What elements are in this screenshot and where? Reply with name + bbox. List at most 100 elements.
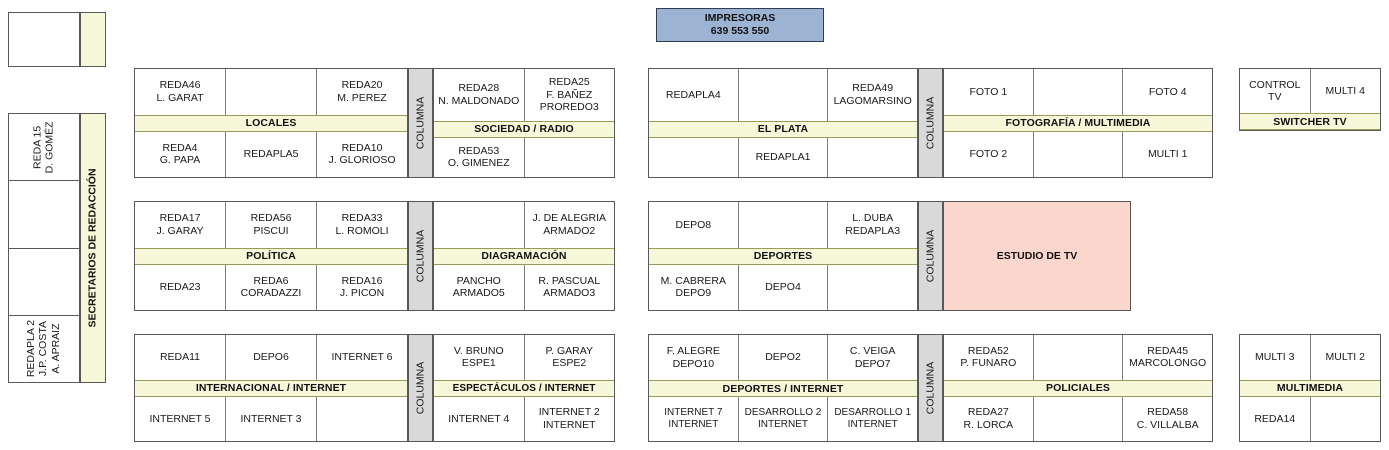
desk-cell[interactable]: INTERNET 5 bbox=[135, 396, 226, 441]
desk-cell[interactable]: DEPO2 bbox=[739, 335, 829, 381]
desk-cell[interactable]: V. BRUNO ESPE1 bbox=[434, 335, 525, 380]
secretarios-de-redaccion-band: SECRETARIOS DE REDACCIÓN bbox=[80, 113, 106, 383]
printers-codes: 639 553 550 bbox=[710, 25, 770, 37]
desk-cell[interactable] bbox=[226, 69, 317, 115]
desk-cell[interactable]: REDA17 J. GARAY bbox=[135, 202, 226, 248]
desk-cell[interactable]: REDA6 CORADAZZI bbox=[226, 264, 317, 310]
desk-cell[interactable]: REDAPLA5 bbox=[226, 131, 317, 177]
section-multimedia-title: MULTIMEDIA bbox=[1240, 379, 1380, 397]
desk-cell[interactable]: REDA10 J. GLORIOSO bbox=[328, 141, 396, 167]
section-espectaculos-internet-bottom-row: INTERNET 4 INTERNET 2 INTERNET bbox=[434, 396, 614, 441]
desk-cell[interactable]: PANCHO ARMADO5 bbox=[434, 264, 525, 310]
desk-cell[interactable]: MULTI 3 bbox=[1240, 335, 1311, 380]
desk-cell[interactable]: CONTROL TV bbox=[1240, 69, 1311, 113]
section-sociedad-radio-title: SOCIEDAD / RADIO bbox=[434, 120, 614, 138]
desk-cell[interactable] bbox=[434, 202, 525, 248]
section-diagramacion-bottom-row: PANCHO ARMADO5 R. PASCUAL ARMADO3 bbox=[434, 264, 614, 310]
section-el-plata-title: EL PLATA bbox=[649, 120, 917, 138]
desk-cell[interactable] bbox=[1034, 335, 1124, 380]
desk-cell[interactable]: MULTI 2 bbox=[1325, 351, 1365, 364]
desk-cell[interactable]: L. DUBA REDAPLA3 bbox=[845, 212, 901, 237]
desk-cell[interactable]: REDA20 M. PEREZ bbox=[337, 79, 387, 104]
desk-cell[interactable]: REDA58 C. VILLALBA bbox=[1136, 406, 1199, 431]
section-espectaculos-internet: V. BRUNO ESPE1 P. GARAY ESPE2 ESPECTÁCUL… bbox=[433, 334, 615, 442]
desk-cell[interactable]: DESARROLLO 2 INTERNET bbox=[739, 397, 829, 441]
desk-cell[interactable]: FOTO 4 bbox=[1148, 85, 1187, 98]
printers-header: IMPRESORAS 639 553 550 bbox=[656, 8, 824, 42]
column-strip: COLUMNA bbox=[408, 68, 433, 178]
desk-cell[interactable] bbox=[1311, 397, 1381, 442]
desk-cell[interactable]: M. CABRERA DEPO9 bbox=[649, 264, 739, 310]
desk-cell[interactable] bbox=[525, 138, 615, 177]
desk-cell[interactable] bbox=[828, 265, 917, 311]
sidebar-desk-label-0: REDA 15 D. GOMÉZ bbox=[31, 121, 56, 174]
desk-cell[interactable]: REDA46 L. GARAT bbox=[135, 69, 226, 115]
section-estudio-de-tv[interactable]: ESTUDIO DE TV bbox=[943, 201, 1131, 311]
desk-cell[interactable] bbox=[828, 138, 917, 177]
desk-cell[interactable]: INTERNET 4 bbox=[434, 396, 525, 441]
section-internacional-internet: REDA11 DEPO6 INTERNET 6 INTERNACIONAL / … bbox=[134, 334, 408, 442]
column-strip: COLUMNA bbox=[918, 334, 943, 442]
section-switcher-tv: CONTROL TV MULTI 4 SWITCHER TV bbox=[1239, 68, 1381, 131]
desk-cell[interactable]: REDA49 LAGOMARSINO bbox=[833, 82, 912, 107]
section-deportes-bottom-row: M. CABRERA DEPO9 DEPO4 bbox=[649, 264, 917, 311]
desk-cell[interactable]: INTERNET 2 INTERNET bbox=[538, 406, 600, 431]
desk-cell[interactable] bbox=[739, 69, 829, 121]
desk-cell[interactable]: REDA14 bbox=[1240, 396, 1311, 441]
section-diagramacion-title: DIAGRAMACIÓN bbox=[434, 247, 614, 265]
desk-cell[interactable] bbox=[649, 137, 739, 177]
section-diagramacion-top-row: J. DE ALEGRIA ARMADO2 bbox=[434, 202, 614, 248]
section-el-plata-top-row: REDAPLA4 REDA49 LAGOMARSINO bbox=[649, 69, 917, 121]
desk-cell[interactable]: DESARROLLO 1 INTERNET bbox=[834, 407, 912, 431]
desk-cell[interactable]: INTERNET 3 bbox=[226, 396, 317, 441]
desk-cell[interactable]: REDA4 G. PAPA bbox=[135, 131, 226, 177]
section-deportes-top-row: DEPO8 L. DUBA REDAPLA3 bbox=[649, 202, 917, 248]
desk-cell[interactable]: DEPO6 bbox=[226, 335, 317, 380]
section-el-plata: REDAPLA4 REDA49 LAGOMARSINO EL PLATA RED… bbox=[648, 68, 918, 178]
desk-cell[interactable]: REDA16 J. PICON bbox=[339, 274, 385, 300]
desk-cell[interactable]: REDA11 bbox=[135, 335, 226, 380]
desk-cell[interactable] bbox=[739, 202, 829, 248]
desk-cell[interactable]: C. VEIGA DEPO7 bbox=[849, 345, 896, 370]
section-locales-bottom-row: REDA4 G. PAPA REDAPLA5 REDA10 J. GLORIOS… bbox=[135, 131, 407, 177]
desk-cell[interactable]: REDAPLA4 bbox=[649, 69, 739, 121]
desk-cell[interactable] bbox=[1034, 396, 1124, 441]
desk-cell[interactable]: REDAPLA1 bbox=[739, 137, 829, 177]
sidebar-empty-desk bbox=[8, 12, 80, 67]
desk-cell[interactable] bbox=[1034, 131, 1124, 177]
section-el-plata-bottom-row: REDAPLA1 bbox=[649, 137, 917, 177]
desk-cell[interactable]: REDA27 R. LORCA bbox=[944, 396, 1034, 441]
column-strip-label: COLUMNA bbox=[414, 361, 427, 415]
desk-cell[interactable]: J. DE ALEGRIA ARMADO2 bbox=[532, 212, 607, 237]
desk-cell[interactable]: REDA25 F. BAÑEZ PROREDO3 bbox=[539, 76, 599, 114]
desk-cell[interactable]: MULTI 1 bbox=[1147, 148, 1188, 161]
desk-cell[interactable]: INTERNET 7 INTERNET bbox=[649, 397, 739, 441]
desk-cell[interactable]: REDA53 O. GIMENEZ bbox=[434, 137, 525, 177]
desk-cell[interactable]: P. GARAY ESPE2 bbox=[545, 344, 593, 370]
desk-cell[interactable]: R. PASCUAL ARMADO3 bbox=[538, 274, 601, 300]
desk-cell[interactable]: REDA45 MARCOLONGO bbox=[1129, 344, 1207, 370]
desk-cell[interactable]: REDA33 L. ROMOLI bbox=[335, 212, 389, 237]
desk-cell[interactable]: REDA56 PISCUI bbox=[226, 202, 317, 248]
desk-cell[interactable]: REDA23 bbox=[135, 264, 226, 310]
desk-cell[interactable]: FOTO 2 bbox=[944, 131, 1034, 177]
sidebar-desk-0: REDA 15 D. GOMÉZ bbox=[9, 114, 79, 182]
desk-cell[interactable]: FOTO 1 bbox=[944, 69, 1034, 115]
desk-cell[interactable]: DEPO8 bbox=[649, 202, 739, 248]
desk-cell[interactable]: MULTI 4 bbox=[1325, 84, 1365, 97]
desk-cell[interactable] bbox=[1034, 69, 1124, 115]
desk-cell[interactable]: DEPO4 bbox=[739, 264, 829, 310]
desk-cell[interactable]: F. ALEGRE DEPO10 bbox=[649, 335, 739, 381]
desk-cell[interactable]: INTERNET 6 bbox=[331, 351, 393, 364]
sidebar-desk-2 bbox=[9, 249, 79, 316]
sidebar-desk-stack: REDA 15 D. GOMÉZ REDAPLA 2 J.P. COSTA A.… bbox=[8, 113, 80, 383]
section-espectaculos-internet-title: ESPECTÁCULOS / INTERNET bbox=[434, 379, 614, 397]
section-sociedad-radio-top-row: REDA28 N. MALDONADO REDA25 F. BAÑEZ PROR… bbox=[434, 69, 614, 121]
desk-cell[interactable]: REDA28 N. MALDONADO bbox=[434, 69, 525, 121]
section-locales-title: LOCALES bbox=[135, 114, 407, 132]
section-fotografia-multimedia-top-row: FOTO 1 FOTO 4 bbox=[944, 69, 1212, 115]
sidebar-empty-band bbox=[80, 12, 106, 67]
desk-cell[interactable]: REDA52 P. FUNARO bbox=[944, 335, 1034, 380]
desk-cell[interactable] bbox=[317, 397, 407, 442]
